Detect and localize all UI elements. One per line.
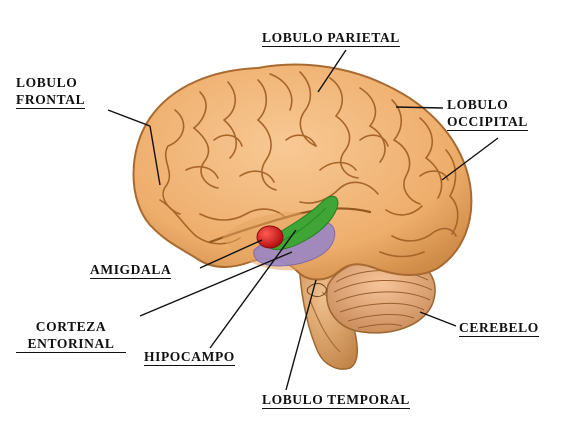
label-hipocampo: HIPOCAMPO [144, 349, 235, 366]
label-lobulo-frontal: LOBULO FRONTAL [16, 75, 86, 109]
cerebellum-folia [333, 270, 433, 329]
label-lobulo-parietal: LOBULO PARIETAL [262, 30, 400, 47]
label-lobulo-temporal: LOBULO TEMPORAL [262, 392, 410, 409]
leader-lines [107, 49, 499, 391]
amygdala [256, 225, 284, 249]
label-lobulo-occipital: LOBULO OCCIPITAL [447, 97, 528, 131]
label-corteza-entorinal: CORTEZA ENTORINAL [16, 318, 126, 353]
label-cerebelo: CEREBELO [459, 320, 539, 337]
gyri [159, 71, 459, 258]
label-amigdala: AMIGDALA [90, 262, 172, 279]
